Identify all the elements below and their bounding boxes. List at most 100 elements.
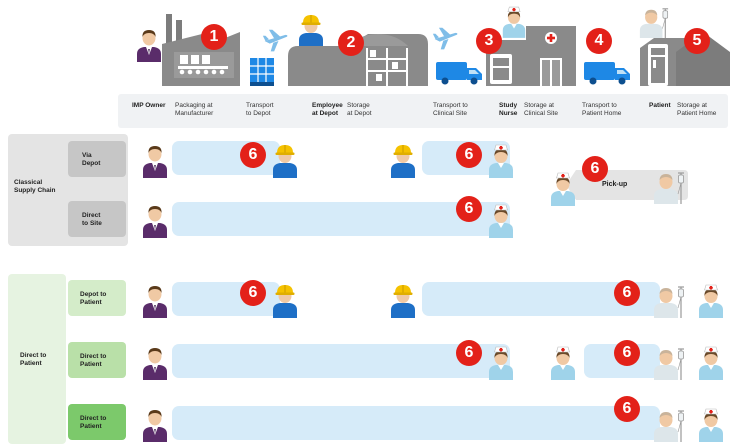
owner-icon	[140, 144, 170, 178]
group-label-line: Patient	[20, 360, 42, 367]
row-label-text: Direct to Patient	[80, 353, 106, 369]
nurse-icon	[696, 284, 726, 318]
stage-line: to Depot	[246, 110, 271, 117]
group-label-line: Classical	[14, 179, 43, 186]
badge-6: 6	[614, 280, 640, 306]
patient-icon	[652, 284, 686, 318]
stage-label-5-actor: Study Nurse	[499, 102, 517, 118]
stage-actor-line: Employee	[312, 102, 343, 109]
row-label-line: Depot	[82, 160, 101, 167]
stage-label-4: Transport to Clinical Site	[433, 102, 468, 118]
pickup-label: Pick-up	[602, 181, 628, 188]
badge-6: 6	[614, 340, 640, 366]
stage-label-2: Transport to Depot	[246, 102, 274, 118]
group-label-line: Direct to	[20, 352, 47, 359]
owner-icon	[140, 204, 170, 238]
stage-label-7: Storage at Patient Home	[677, 102, 716, 118]
depot-worker-icon	[270, 144, 300, 178]
badge-6: 6	[456, 340, 482, 366]
truck-icon	[436, 60, 482, 86]
stage-actor: Patient	[649, 102, 671, 109]
airplane-icon	[432, 26, 458, 52]
stage-line: Patient Home	[677, 110, 717, 117]
badge-6: 6	[456, 196, 482, 222]
airplane-icon	[262, 28, 288, 54]
stage-line: Transport to	[433, 102, 468, 109]
stage-label-1: IMP Owner	[132, 102, 165, 110]
row-label-line: Depot to	[80, 291, 107, 298]
group-direct-label: Direct to Patient	[20, 352, 46, 368]
stage-line: Clinical Site	[433, 110, 467, 117]
group-classical-label: Classical Supply Chain	[14, 179, 56, 195]
flow-stripe	[172, 406, 660, 440]
patient-icon	[652, 170, 686, 204]
nurse-icon	[486, 346, 516, 380]
stage-line: Packaging at	[175, 102, 213, 109]
row-label-depot-to-patient	[68, 280, 126, 316]
row-label-text: Via Depot	[82, 152, 100, 168]
row-label-line: Patient	[80, 423, 102, 430]
flow-stripe	[172, 344, 510, 378]
stage-actor-line: Study	[499, 102, 518, 109]
nurse-icon	[548, 346, 578, 380]
badge-5: 5	[684, 28, 710, 54]
badge-6: 6	[582, 156, 608, 182]
badge-4: 4	[586, 28, 612, 54]
badge-2: 2	[338, 30, 364, 56]
stage-line: Transport to	[582, 102, 617, 109]
group-label-line: Supply Chain	[14, 187, 56, 194]
stage-label-3: Storage at Depot	[347, 102, 372, 118]
row-label-line: Patient	[80, 299, 102, 306]
stage-actor: IMP Owner	[132, 102, 166, 109]
patient-icon	[652, 346, 686, 380]
stage-label-5: Storage at Clinical Site	[524, 102, 558, 118]
nurse-icon	[486, 204, 516, 238]
flow-stripe	[172, 202, 510, 236]
factory-icon	[162, 14, 240, 86]
row-label-line: Direct to	[80, 353, 107, 360]
row-label-text: Depot to Patient	[80, 291, 106, 307]
depot-worker-icon	[388, 284, 418, 318]
owner-icon	[140, 408, 170, 442]
row-label-line: Direct	[82, 212, 101, 219]
depot-worker-icon	[388, 144, 418, 178]
group-direct-to-patient	[8, 274, 66, 444]
nurse-icon	[486, 144, 516, 178]
stage-line: Patient Home	[582, 110, 622, 117]
nurse-icon	[548, 172, 578, 206]
row-label-direct-to-site	[68, 201, 126, 237]
depot-worker-icon	[270, 284, 300, 318]
nurse-icon	[696, 346, 726, 380]
truck-icon	[584, 60, 630, 86]
stage-line: Storage at	[677, 102, 707, 109]
owner-icon	[140, 346, 170, 380]
stage-actor-line: at Depot	[312, 110, 338, 117]
stage-line: Manufacturer	[175, 110, 214, 117]
row-label-text: Direct to Site	[82, 212, 102, 228]
badge-1: 1	[201, 24, 227, 50]
row-label-direct-to-patient	[68, 404, 126, 440]
row-label-direct-to-patient	[68, 342, 126, 378]
stage-label-6: Transport to Patient Home	[582, 102, 621, 118]
row-label-via-depot	[68, 141, 126, 177]
stage-line: Storage at	[524, 102, 554, 109]
stage-label-7-actor: Patient	[649, 102, 671, 110]
stage-line: Storage	[347, 102, 370, 109]
fridge-icon	[648, 44, 668, 86]
badge-6: 6	[456, 142, 482, 168]
stage-line: at Depot	[347, 110, 372, 117]
stage-actor-line: Nurse	[499, 110, 518, 117]
row-label-line: to Site	[82, 220, 102, 227]
badge-6: 6	[240, 280, 266, 306]
badge-6: 6	[614, 396, 640, 422]
stage-label-bar	[118, 94, 728, 128]
row-label-line: Direct to	[80, 415, 107, 422]
badge-6: 6	[240, 142, 266, 168]
row-label-text: Direct to Patient	[80, 415, 106, 431]
stage-label-1-desc: Packaging at Manufacturer	[175, 102, 213, 118]
badge-3: 3	[476, 28, 502, 54]
row-label-line: Patient	[80, 361, 102, 368]
owner-icon	[140, 284, 170, 318]
patient-icon	[652, 408, 686, 442]
stage-line: Clinical Site	[524, 110, 558, 117]
